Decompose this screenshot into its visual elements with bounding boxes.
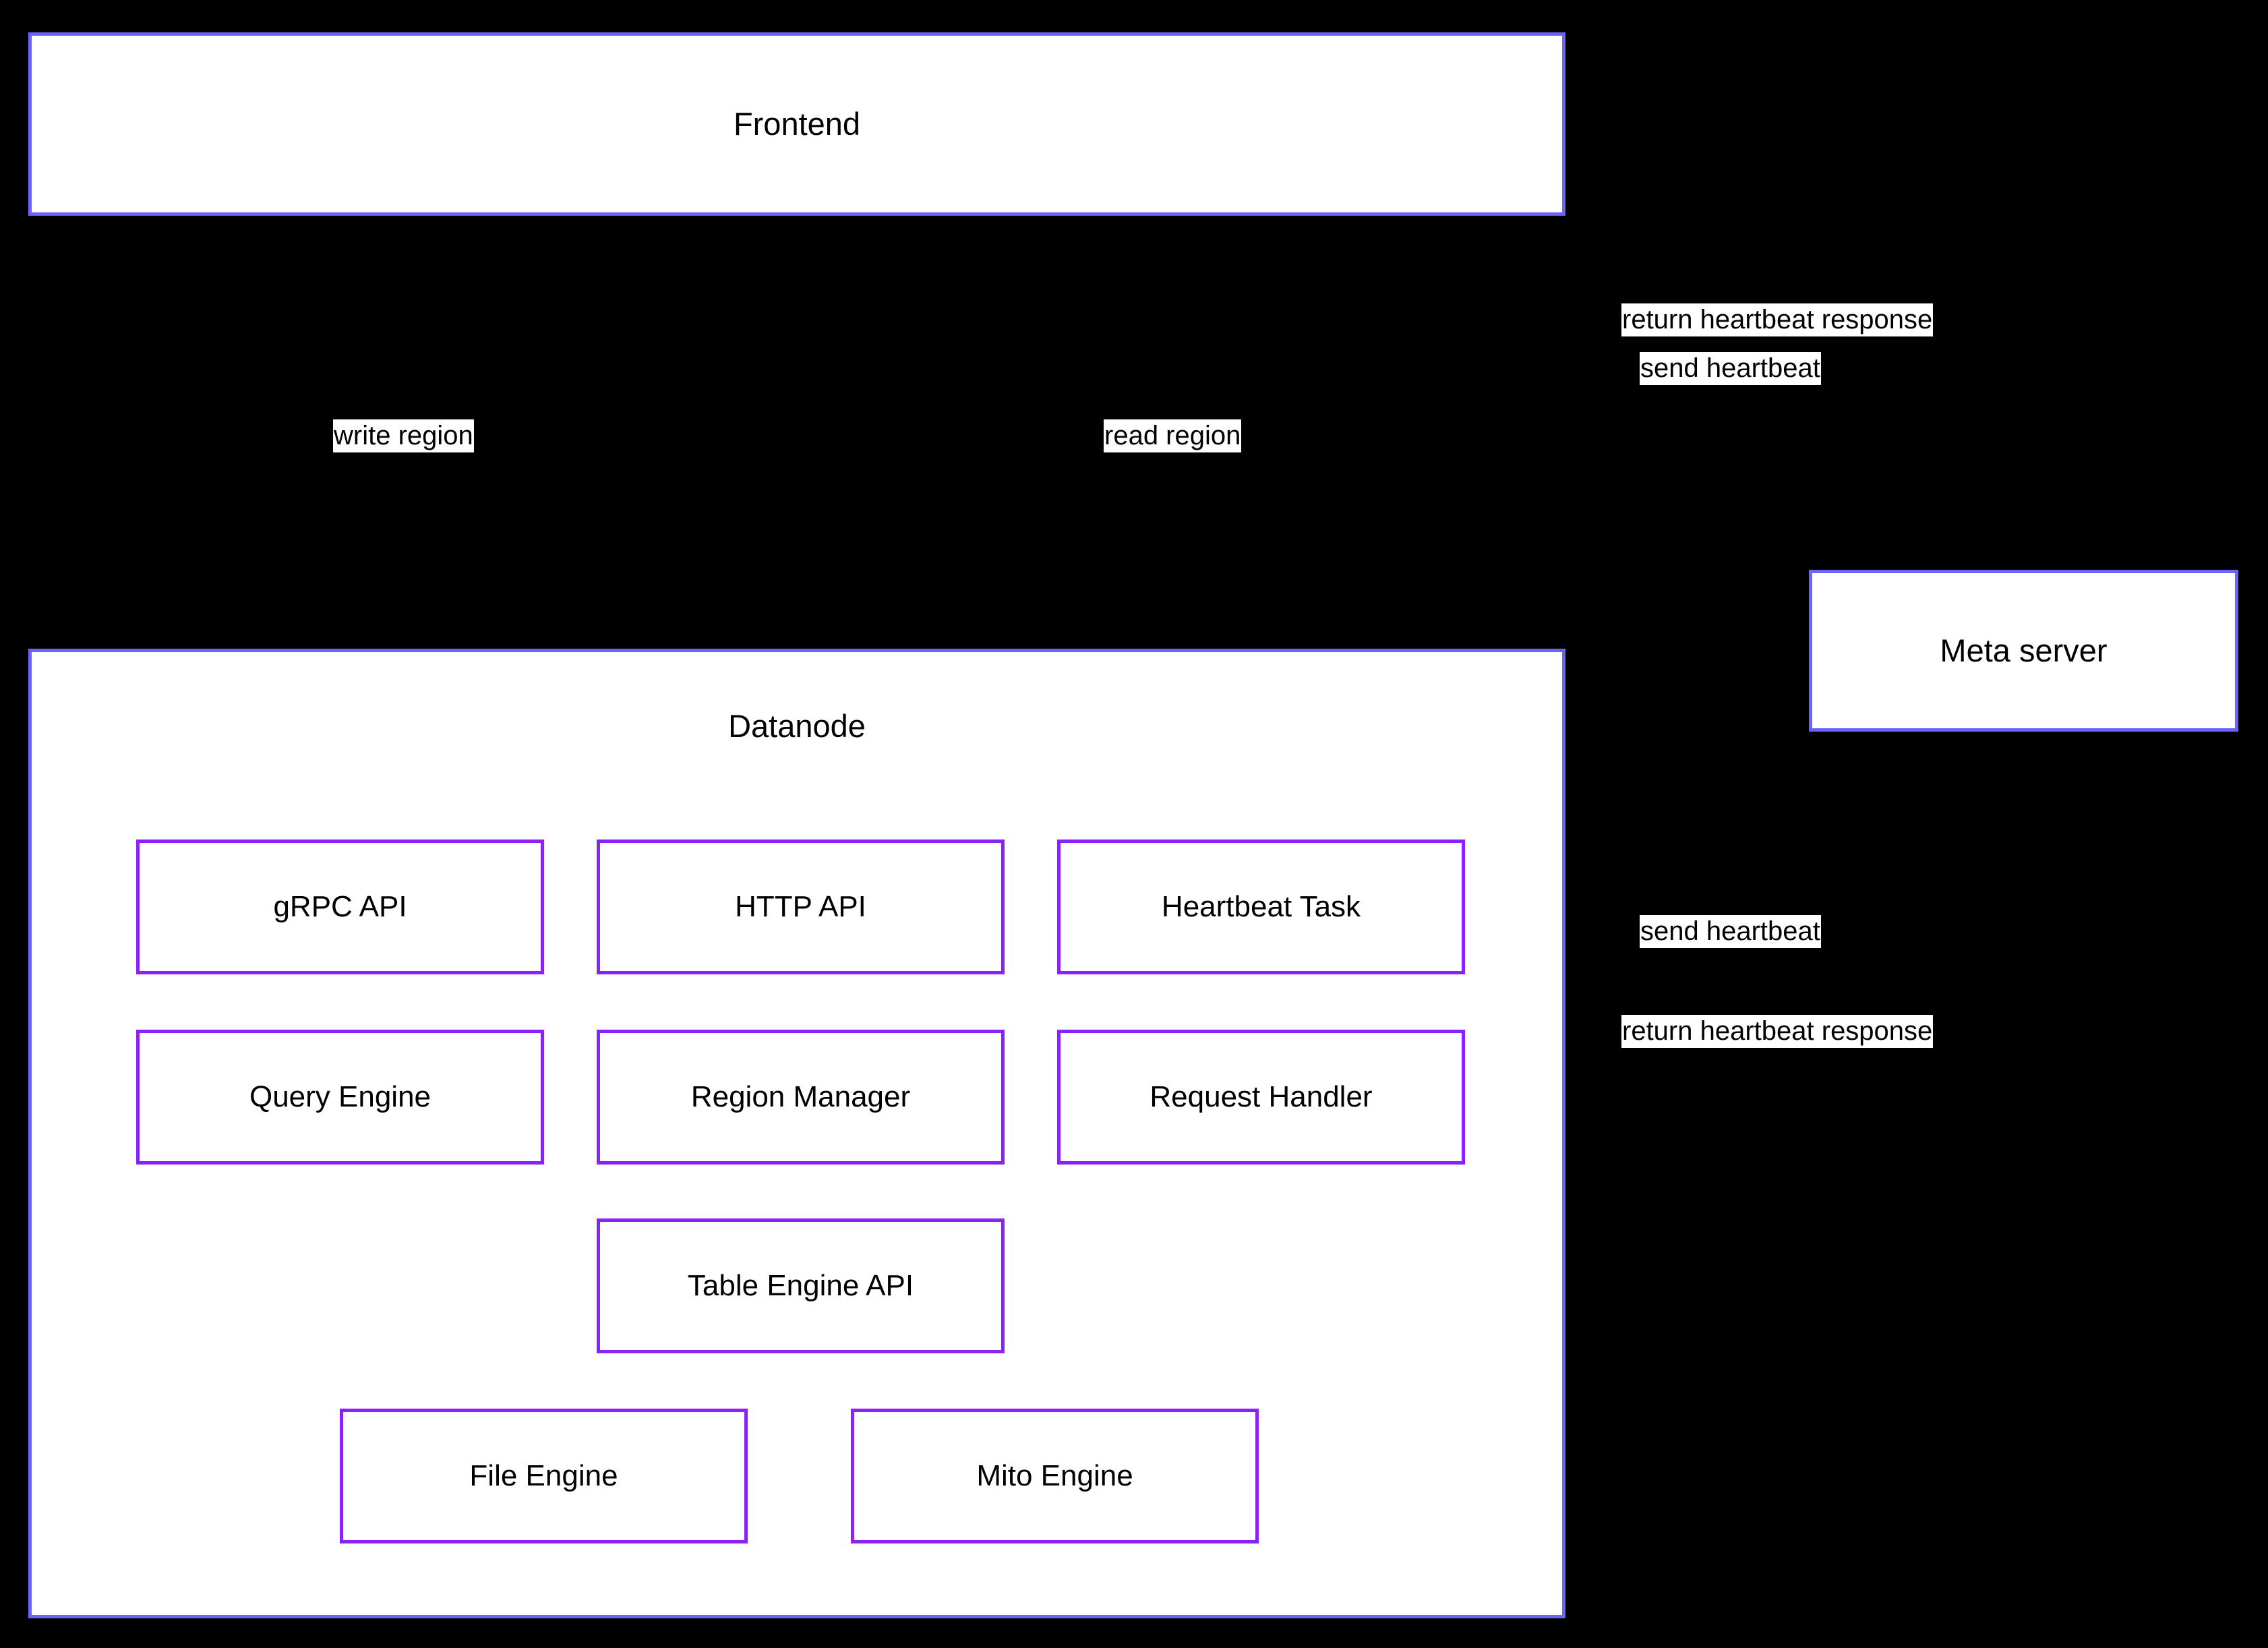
component-region-manager-label: Region Manager [690,1080,911,1113]
component-table-engine-api[interactable]: Table Engine API [597,1218,1005,1353]
datanode-node-label: Datanode [728,708,866,744]
component-request-handler[interactable]: Request Handler [1057,1030,1465,1165]
component-file-engine-label: File Engine [469,1459,618,1492]
meta-server-node[interactable]: Meta server [1809,570,2238,732]
edge-label-datanode-send-heartbeat: send heartbeat [1640,915,1821,948]
component-http-api[interactable]: HTTP API [597,840,1005,974]
meta-server-node-label: Meta server [1940,632,2108,669]
component-grpc-api[interactable]: gRPC API [136,840,544,974]
component-table-engine-api-label: Table Engine API [687,1268,914,1302]
component-region-manager[interactable]: Region Manager [597,1030,1005,1165]
frontend-node[interactable]: Frontend [28,32,1565,216]
edge-label-frontend-send-heartbeat: send heartbeat [1640,352,1821,385]
edge-label-write-region: write region [333,419,474,452]
component-mito-engine-label: Mito Engine [976,1459,1133,1492]
component-heartbeat-task[interactable]: Heartbeat Task [1057,840,1465,974]
component-grpc-api-label: gRPC API [273,889,407,923]
component-mito-engine[interactable]: Mito Engine [851,1409,1259,1543]
component-query-engine[interactable]: Query Engine [136,1030,544,1165]
datanode-node[interactable]: Datanode gRPC API HTTP API Heartbeat Tas… [28,649,1565,1618]
component-file-engine[interactable]: File Engine [340,1409,748,1543]
edge-label-read-region: read region [1104,419,1242,452]
edge-label-datanode-return-heartbeat-response: return heartbeat response [1621,1015,1934,1048]
component-heartbeat-task-label: Heartbeat Task [1161,889,1361,923]
frontend-node-label: Frontend [733,106,861,142]
component-http-api-label: HTTP API [735,889,866,923]
edge-label-frontend-return-heartbeat-response: return heartbeat response [1621,303,1934,336]
component-request-handler-label: Request Handler [1150,1080,1373,1113]
component-query-engine-label: Query Engine [249,1080,431,1113]
